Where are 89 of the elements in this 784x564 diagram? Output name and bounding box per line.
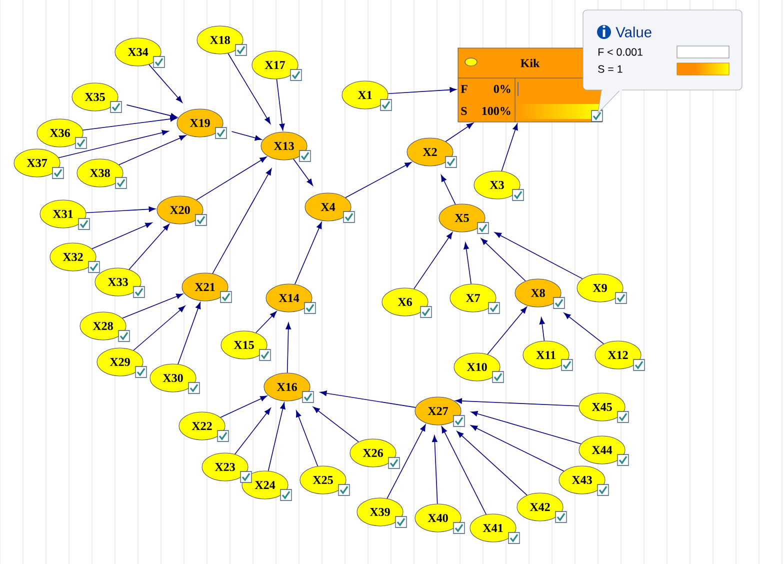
arrow bbox=[178, 302, 201, 364]
ellipse-node: X8 bbox=[514, 278, 562, 308]
ellipse-node: X29 bbox=[96, 348, 144, 376]
arrow bbox=[414, 232, 453, 290]
arrow bbox=[82, 116, 177, 130]
ellipse-node: X18 bbox=[196, 26, 244, 54]
arrow bbox=[470, 411, 582, 444]
arrow bbox=[539, 317, 545, 342]
arrow bbox=[148, 64, 182, 103]
arrow bbox=[456, 431, 528, 496]
ellipse-node: X30 bbox=[150, 364, 196, 392]
arrow bbox=[196, 156, 267, 200]
arrow bbox=[441, 426, 487, 515]
ellipse-node: X12 bbox=[594, 340, 642, 370]
arrow bbox=[501, 123, 518, 172]
arrow bbox=[118, 135, 186, 166]
arrow bbox=[128, 224, 170, 270]
arrow bbox=[345, 162, 412, 198]
arrow bbox=[470, 425, 564, 472]
ellipse-node: X10 bbox=[454, 352, 500, 382]
ellipse-node: X44 bbox=[578, 436, 626, 464]
ellipse-node: X38 bbox=[76, 158, 124, 188]
arrow bbox=[231, 131, 262, 141]
ellipse-node: X1 bbox=[342, 80, 388, 110]
arrow bbox=[487, 306, 527, 355]
ellipse-node: X13 bbox=[260, 132, 308, 160]
ellipse-node: X21 bbox=[182, 272, 228, 302]
ellipse-node: X31 bbox=[40, 200, 86, 228]
arrow bbox=[480, 238, 526, 282]
arrow bbox=[293, 158, 313, 186]
ellipse-node: X5 bbox=[438, 204, 486, 232]
ellipse-node: X11 bbox=[522, 340, 570, 370]
arrow bbox=[58, 130, 169, 158]
ellipse-node: X39 bbox=[356, 498, 404, 526]
ellipse-node: X6 bbox=[382, 288, 428, 316]
ellipse-node: X7 bbox=[450, 284, 496, 312]
arrow bbox=[440, 174, 456, 205]
arrow bbox=[268, 402, 286, 472]
arrow bbox=[86, 206, 156, 214]
ellipse-node: X23 bbox=[202, 452, 248, 482]
ellipse-node: X41 bbox=[470, 514, 516, 542]
ellipse-node: X14 bbox=[266, 284, 312, 312]
arrow bbox=[212, 168, 272, 274]
ellipse-node: X26 bbox=[350, 438, 396, 468]
ellipse-node: X37 bbox=[14, 148, 60, 178]
arrow bbox=[464, 242, 472, 284]
ellipse-node: X43 bbox=[558, 466, 606, 494]
ellipse-node: X35 bbox=[72, 82, 118, 112]
arrow bbox=[386, 424, 426, 499]
arrow bbox=[92, 222, 152, 250]
ellipse-node: X15 bbox=[220, 330, 268, 360]
arrow bbox=[276, 78, 285, 131]
arrow bbox=[432, 435, 438, 504]
arrow bbox=[255, 311, 277, 334]
arrow bbox=[320, 390, 416, 408]
ellipse-node: X40 bbox=[414, 504, 462, 532]
arrow bbox=[294, 222, 322, 285]
arrow bbox=[564, 312, 604, 344]
arrow bbox=[312, 406, 359, 442]
arrow bbox=[228, 52, 271, 124]
arrow bbox=[445, 122, 474, 142]
ellipse-node: X3 bbox=[474, 170, 520, 200]
arrow bbox=[220, 396, 268, 418]
ellipse-node: X33 bbox=[94, 268, 142, 296]
ellipse-node: X17 bbox=[252, 50, 298, 80]
arrow bbox=[494, 232, 583, 280]
arrow bbox=[234, 408, 271, 455]
ellipse-node: X2 bbox=[406, 138, 454, 166]
arrow bbox=[126, 104, 178, 118]
ellipse-node: X28 bbox=[80, 312, 126, 340]
ellipse-node: X27 bbox=[414, 396, 462, 426]
ellipse-node: X16 bbox=[264, 372, 310, 402]
ellipse-node: X22 bbox=[178, 412, 226, 440]
ellipse-node: X4 bbox=[304, 192, 352, 222]
ellipse-node: X25 bbox=[300, 466, 346, 494]
arrow bbox=[296, 410, 318, 467]
arrow bbox=[455, 398, 580, 406]
arrow bbox=[286, 322, 292, 374]
ellipse-node: X19 bbox=[176, 108, 224, 138]
arrow bbox=[122, 294, 184, 319]
ellipse-node: X45 bbox=[578, 392, 626, 422]
ellipse-node: X42 bbox=[516, 492, 564, 522]
ellipse-node: X36 bbox=[36, 118, 84, 148]
ellipse-node: X34 bbox=[114, 38, 162, 66]
arrow bbox=[388, 87, 456, 94]
ellipse-node: X9 bbox=[576, 274, 624, 302]
arrow bbox=[133, 306, 186, 351]
ellipse-node: X32 bbox=[50, 242, 96, 272]
ellipse-node: X20 bbox=[156, 196, 204, 224]
